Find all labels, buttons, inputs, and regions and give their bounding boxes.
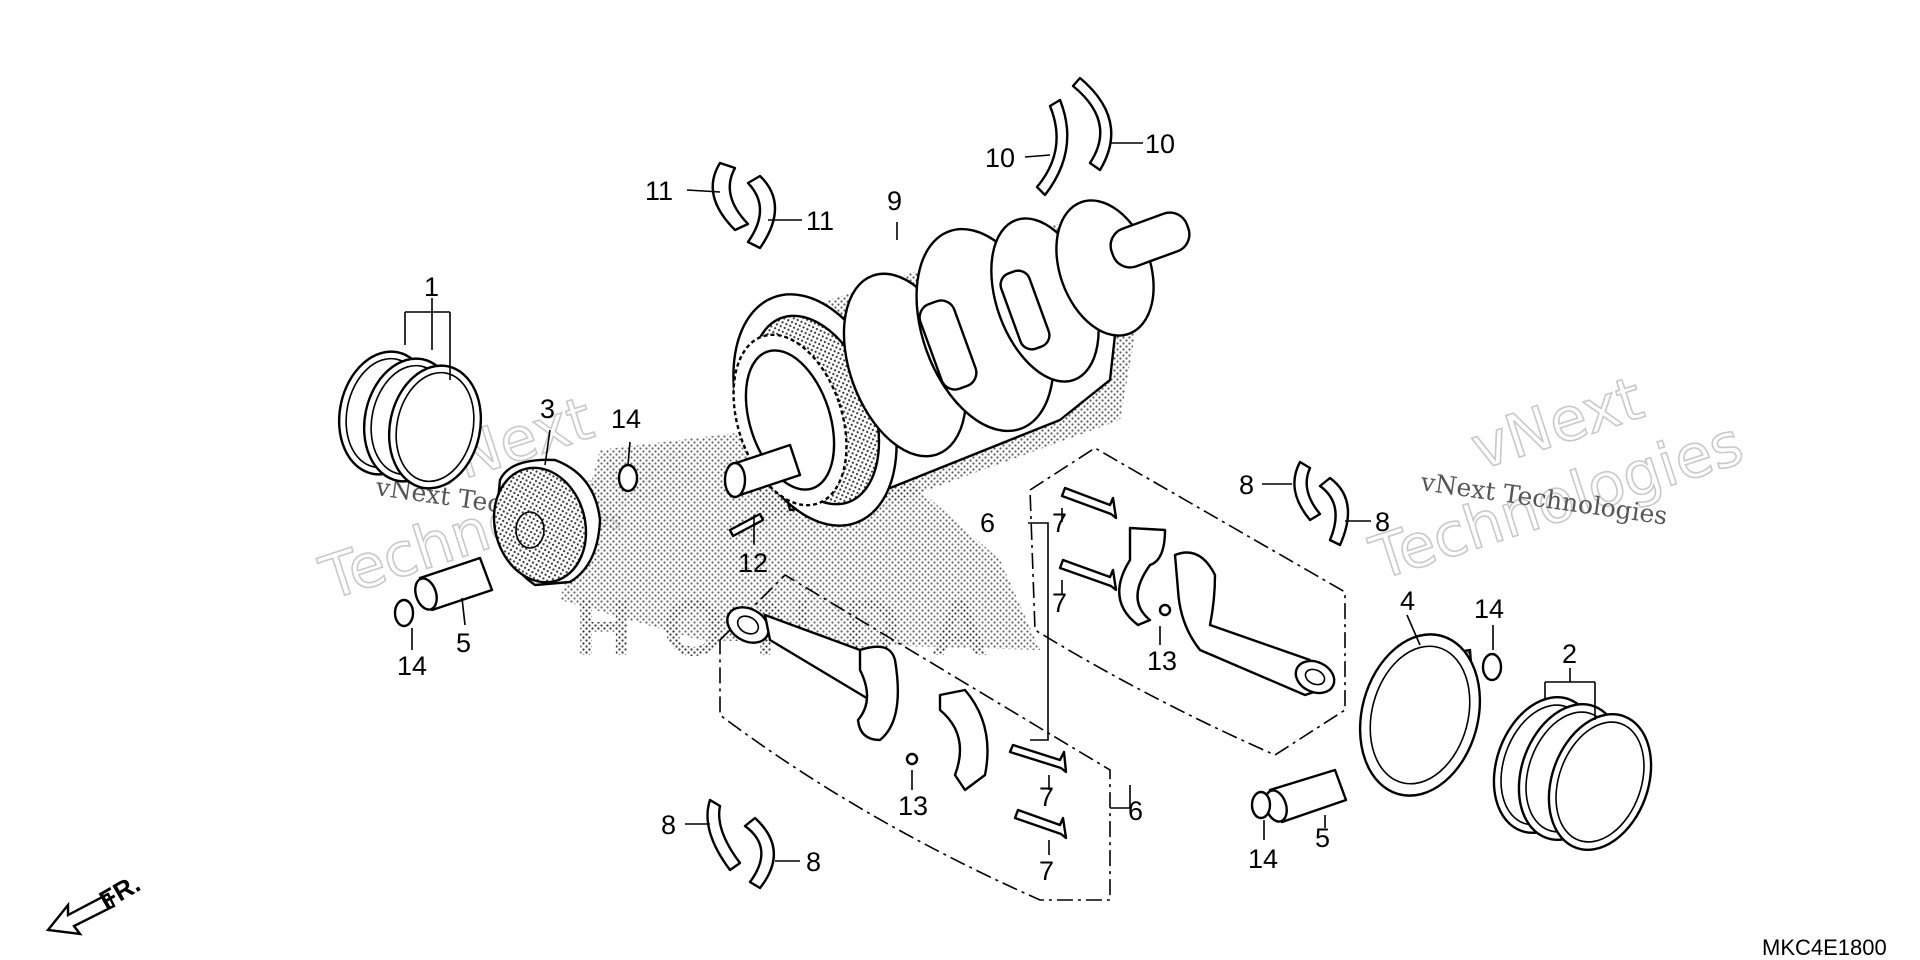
conrod-cap-upper <box>1118 526 1167 627</box>
label-14a: 14 <box>611 404 641 434</box>
pin-clip-14c <box>1250 790 1272 820</box>
label-7b: 7 <box>1052 588 1067 618</box>
label-7a: 7 <box>1052 508 1067 538</box>
label-14b: 14 <box>397 651 427 681</box>
label-7d: 7 <box>1039 856 1054 886</box>
crankshaft <box>723 199 1191 527</box>
leader-lines <box>404 142 1596 862</box>
label-8b: 8 <box>1375 507 1390 537</box>
label-5b: 5 <box>1315 823 1330 853</box>
label-14d: 14 <box>1248 844 1278 874</box>
conrod-bearing-8-upper <box>1293 460 1350 547</box>
conrod-bolt-7d <box>1013 808 1068 840</box>
label-10b: 10 <box>1145 129 1175 159</box>
label-2: 2 <box>1562 639 1577 669</box>
connecting-rod-upper <box>1173 551 1336 697</box>
label-9: 9 <box>887 186 902 216</box>
pin-clip-14a <box>393 598 415 628</box>
connecting-rod-lower <box>726 606 900 742</box>
label-6a: 6 <box>980 508 995 538</box>
piston-3 <box>492 458 602 587</box>
label-3: 3 <box>540 394 555 424</box>
label-8c: 8 <box>661 810 676 840</box>
thrust-washer-10 <box>1035 76 1113 197</box>
watermark-right: vNext Technologies vNext Technologies <box>1361 363 1752 596</box>
piston-rings-1 <box>337 350 483 490</box>
shading-band <box>560 420 1040 650</box>
conrod-bolt-7c <box>1008 743 1068 774</box>
label-12: 12 <box>738 548 768 578</box>
label-10a: 10 <box>985 143 1015 173</box>
pin-clip-14b <box>617 463 639 493</box>
callout-labels: 1 2 3 4 5 5 6 6 7 7 7 7 8 8 8 8 9 10 10 … <box>397 129 1577 886</box>
dowel-13a <box>1158 603 1172 617</box>
piston-pin-5b <box>1264 768 1348 824</box>
piston-4 <box>1358 633 1482 797</box>
conrod-cap-lower <box>938 688 989 792</box>
conrod-group-upper-outline <box>1029 447 1346 756</box>
diagram-code: MKC4E1800 <box>1762 935 1887 960</box>
front-direction-marker: FR. <box>45 868 145 936</box>
label-13b: 13 <box>898 791 928 821</box>
label-13a: 13 <box>1147 646 1177 676</box>
label-11b: 11 <box>806 206 834 236</box>
conrod-bolt-7a <box>1060 486 1118 520</box>
label-8a: 8 <box>1239 470 1254 500</box>
main-bearing-11 <box>711 161 777 250</box>
label-1: 1 <box>424 272 439 302</box>
label-7c: 7 <box>1039 782 1054 812</box>
label-6b: 6 <box>1128 796 1143 826</box>
label-14c: 14 <box>1474 594 1504 624</box>
label-11a: 11 <box>645 176 673 206</box>
pin-clip-14d <box>1481 652 1503 682</box>
piston-pin-5 <box>414 556 494 612</box>
front-arrow-icon <box>45 892 116 936</box>
conrod-bolt-7b <box>1058 558 1118 592</box>
dowel-13b <box>905 752 919 766</box>
label-5a: 5 <box>456 628 471 658</box>
piston-rings-2 <box>1492 696 1653 851</box>
conrod-bearing-8-lower <box>706 798 775 890</box>
label-4: 4 <box>1400 586 1415 616</box>
label-8d: 8 <box>806 847 821 877</box>
conrod-group-lower-outline <box>719 573 1111 901</box>
